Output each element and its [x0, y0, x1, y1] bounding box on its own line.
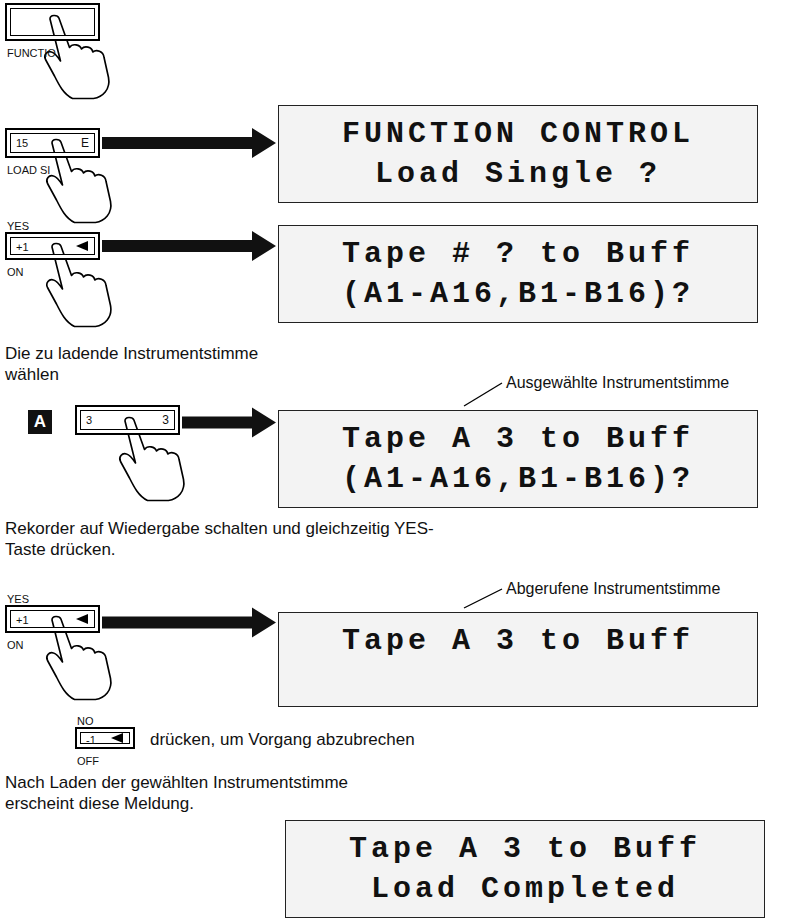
lcd-text: Tape # ? to Buff: [299, 234, 737, 274]
direction-mark: [111, 733, 123, 743]
button-label: +1: [16, 240, 29, 254]
lcd-display: FUNCTION CONTROLLoad Single ?: [278, 105, 758, 203]
lcd-display: Tape A 3 to Buff(A1-A16,B1-B16)?: [278, 410, 758, 508]
pressing-hand: [47, 617, 111, 700]
pressing-hand: [120, 418, 184, 501]
pressing-hand: [47, 244, 111, 327]
callout-text: Abgerufene Instrumentstimme: [506, 578, 766, 599]
button-label: -1: [86, 733, 96, 747]
instruction-text: Die zu ladende Instrumentstimme wählen: [5, 343, 305, 385]
lcd-text: (A1-A16,B1-B16)?: [299, 459, 737, 499]
button-label: YES: [7, 219, 29, 233]
pressing-hand: [47, 140, 111, 223]
leader-line: [464, 383, 502, 406]
button-label: 15: [16, 136, 28, 150]
push-button: 15ELOAD SI: [5, 128, 100, 158]
button-label: E: [81, 136, 89, 150]
instruction-text: drücken, um Vorgang abzubrechen: [150, 729, 470, 750]
push-button: NO-1OFF: [75, 727, 135, 749]
instruction-text: Nach Laden der gewählten Instrumentstimm…: [5, 772, 385, 814]
button-label: 3: [86, 413, 92, 427]
callout-text: Ausgewählte Instrumentstimme: [506, 372, 766, 393]
button-label: ON: [7, 638, 24, 652]
instruction-text: Rekorder auf Wiedergabe schalten und gle…: [5, 518, 465, 560]
bank-key-icon: A: [28, 410, 52, 434]
button-label: OFF: [77, 754, 99, 768]
button-label: FUNCTIO: [7, 46, 56, 60]
button-label: YES: [7, 592, 29, 606]
push-button: YES+1ON: [5, 232, 100, 260]
push-button: 33: [75, 405, 180, 435]
lcd-text: Load Single ?: [299, 154, 737, 194]
direction-mark: [76, 614, 88, 624]
button-label: LOAD SI: [7, 163, 50, 177]
lcd-display: Tape A 3 to Buff: [278, 612, 758, 707]
button-label: 3: [162, 413, 169, 427]
lcd-text: Tape A 3 to Buff: [299, 621, 737, 661]
lcd-text: FUNCTION CONTROL: [299, 114, 737, 154]
lcd-text: (A1-A16,B1-B16)?: [299, 274, 737, 314]
lcd-display: Tape A 3 to BuffLoad Completed: [285, 820, 765, 918]
button-label: NO: [77, 714, 94, 728]
button-label: +1: [16, 613, 29, 627]
push-button: YES+1ON: [5, 605, 100, 633]
key-letter: A: [34, 412, 46, 431]
block-arrow: [102, 231, 276, 261]
lcd-display: Tape # ? to Buff(A1-A16,B1-B16)?: [278, 225, 758, 323]
block-arrow: [102, 128, 276, 158]
direction-mark: [76, 241, 88, 251]
lcd-text: Load Completed: [306, 869, 744, 909]
lcd-text: Tape A 3 to Buff: [306, 829, 744, 869]
lcd-text: Tape A 3 to Buff: [299, 419, 737, 459]
push-button: FUNCTIO: [5, 3, 100, 41]
block-arrow: [182, 408, 276, 438]
leader-line: [464, 589, 502, 608]
button-label: ON: [7, 265, 24, 279]
block-arrow: [102, 608, 276, 638]
